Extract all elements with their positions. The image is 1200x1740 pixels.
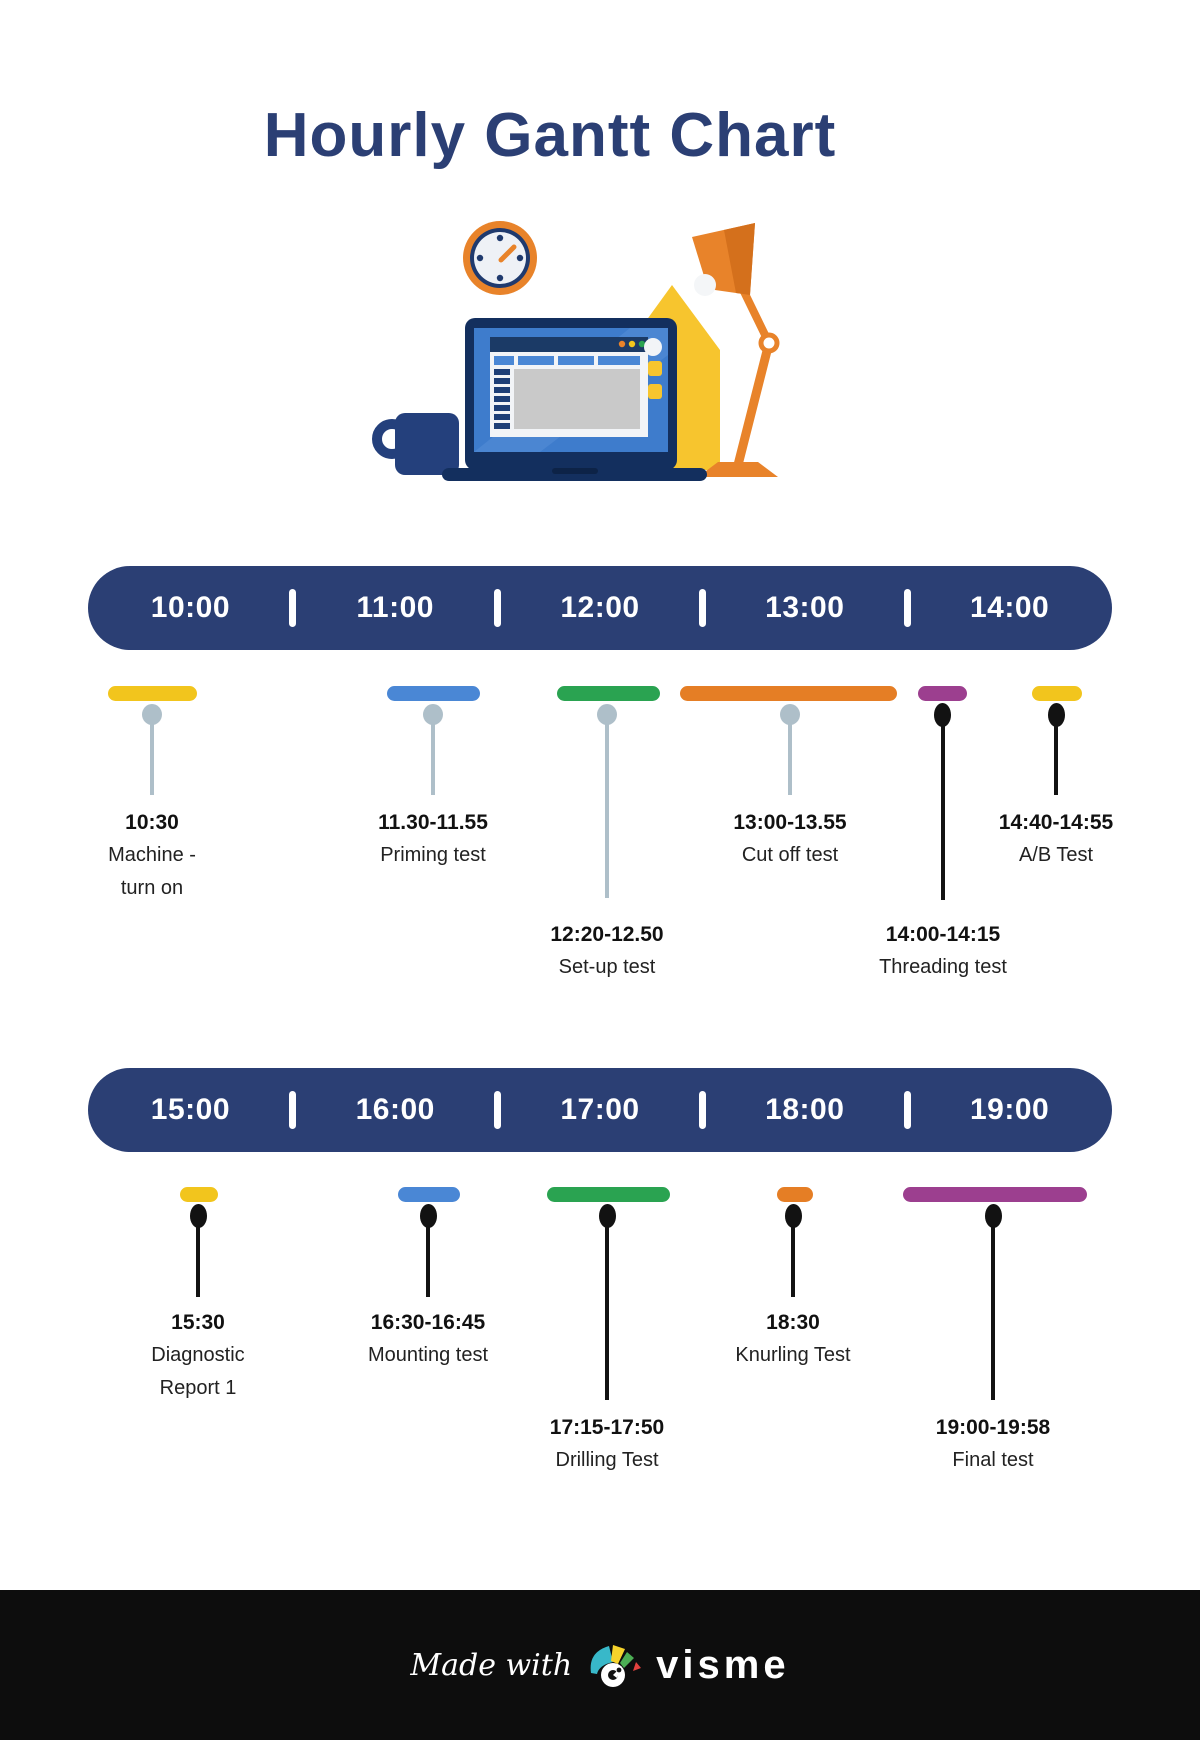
coffee-mug-icon xyxy=(372,413,459,475)
task-bar xyxy=(180,1187,218,1202)
task-pin xyxy=(431,708,435,795)
task-pin-head xyxy=(934,703,951,727)
task-label: 19:00-19:58 Final test xyxy=(883,1411,1103,1477)
task-bar xyxy=(108,686,197,701)
laptop-icon xyxy=(442,318,707,481)
task-desc: Drilling Test xyxy=(555,1449,659,1471)
task-pin xyxy=(991,1210,995,1400)
task-pin xyxy=(150,708,154,795)
tick-label: 13:00 xyxy=(765,591,845,624)
task-bar xyxy=(903,1187,1087,1202)
task-desc: Priming test xyxy=(380,844,486,866)
tick-label: 11:00 xyxy=(356,591,434,624)
task-pin xyxy=(605,708,609,898)
task-pin-head xyxy=(142,704,162,725)
task-time: 17:15-17:50 xyxy=(549,1416,665,1439)
task-desc: Set-up test xyxy=(558,956,656,978)
visme-logo-icon xyxy=(590,1645,642,1687)
tick-separator xyxy=(904,589,911,627)
task-pin xyxy=(1054,708,1058,795)
task-pin-head xyxy=(785,1204,802,1228)
tick-label: 17:00 xyxy=(560,1093,640,1126)
task-desc: turn on xyxy=(120,877,184,899)
task-label: 15:30 Diagnostic Report 1 xyxy=(88,1306,308,1405)
task-bar xyxy=(1032,686,1082,701)
task-bar xyxy=(387,686,480,701)
task-desc: Threading test xyxy=(879,956,1007,978)
task-label: 18:30 Knurling Test xyxy=(683,1306,903,1372)
tick-separator xyxy=(289,589,296,627)
tick-separator xyxy=(699,1091,706,1129)
made-with-text: Made with xyxy=(410,1647,573,1683)
timeline-axis-2: 15:00 16:00 17:00 18:00 19:00 xyxy=(88,1068,1112,1152)
tick-separator xyxy=(494,589,501,627)
page-title: Hourly Gantt Chart xyxy=(263,101,837,170)
footer-bar: Made with visme xyxy=(0,1590,1200,1740)
task-label: 14:00-14:15 Threading test xyxy=(833,918,1053,984)
task-bar xyxy=(680,686,897,701)
task-bar xyxy=(557,686,660,701)
task-time: 18:30 xyxy=(766,1311,820,1334)
task-label: 13:00-13.55 Cut off test xyxy=(680,806,900,872)
task-pin xyxy=(426,1210,430,1297)
tick-label: 14:00 xyxy=(969,591,1050,624)
tick-separator xyxy=(289,1091,296,1129)
task-time: 19:00-19:58 xyxy=(935,1416,1051,1439)
task-desc: Diagnostic xyxy=(151,1344,245,1366)
wall-clock-icon xyxy=(463,221,537,295)
task-pin xyxy=(791,1210,795,1297)
task-label: 14:40-14:55 A/B Test xyxy=(946,806,1166,872)
task-time: 10:30 xyxy=(125,811,179,834)
task-pin-head xyxy=(423,704,443,725)
task-desc: Knurling Test xyxy=(735,1344,851,1366)
task-label: 16:30-16:45 Mounting test xyxy=(318,1306,538,1372)
tick-label: 16:00 xyxy=(355,1093,435,1126)
task-pin-head xyxy=(190,1204,207,1228)
tick-label: 15:00 xyxy=(150,1093,231,1126)
task-pin xyxy=(605,1210,609,1400)
task-bar xyxy=(398,1187,460,1202)
task-pin-head xyxy=(599,1204,616,1228)
task-pin xyxy=(196,1210,200,1297)
task-time: 11.30-11.55 xyxy=(378,811,488,834)
task-time: 15:30 xyxy=(171,1311,225,1334)
task-time: 13:00-13.55 xyxy=(733,811,847,834)
tick-label: 12:00 xyxy=(560,591,640,624)
timeline-axis-1: 10:00 11:00 12:00 13:00 14:00 xyxy=(88,566,1112,650)
task-pin-head xyxy=(780,704,800,725)
desk-illustration xyxy=(372,221,780,481)
task-label: 17:15-17:50 Drilling Test xyxy=(497,1411,717,1477)
task-pin-head xyxy=(597,704,617,725)
task-time: 12:20-12.50 xyxy=(550,923,664,946)
desk-lamp-icon xyxy=(692,223,780,477)
task-desc: Mounting test xyxy=(367,1344,489,1366)
task-time: 14:00-14:15 xyxy=(885,923,1001,946)
task-pin-head xyxy=(985,1204,1002,1228)
task-pin xyxy=(788,708,792,795)
tick-label: 18:00 xyxy=(765,1093,845,1126)
task-time: 16:30-16:45 xyxy=(370,1311,486,1334)
task-bar xyxy=(918,686,967,701)
task-time: 14:40-14:55 xyxy=(998,811,1114,834)
task-desc: Machine - xyxy=(108,844,196,866)
task-label: 11.30-11.55 Priming test xyxy=(323,806,543,872)
tick-separator xyxy=(699,589,706,627)
visme-brand-text: visme xyxy=(656,1643,790,1687)
task-bar xyxy=(547,1187,670,1202)
tick-separator xyxy=(494,1091,501,1129)
task-pin xyxy=(941,708,945,900)
task-desc: Cut off test xyxy=(741,844,839,866)
task-pin-head xyxy=(1048,703,1065,727)
task-pin-head xyxy=(420,1204,437,1228)
task-label: 10:30 Machine - turn on xyxy=(42,806,262,905)
task-desc: A/B Test xyxy=(1018,844,1094,866)
tick-label: 10:00 xyxy=(150,591,231,624)
tick-separator xyxy=(904,1091,911,1129)
tick-label: 19:00 xyxy=(969,1093,1050,1126)
task-desc: Report 1 xyxy=(159,1377,237,1399)
task-bar xyxy=(777,1187,813,1202)
task-label: 12:20-12.50 Set-up test xyxy=(497,918,717,984)
task-desc: Final test xyxy=(952,1449,1034,1471)
